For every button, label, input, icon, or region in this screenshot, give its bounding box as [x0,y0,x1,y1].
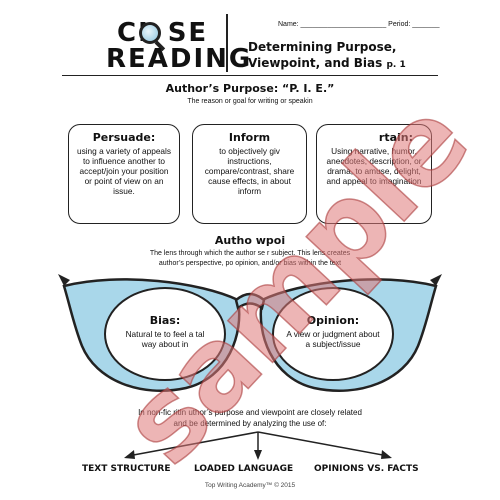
purpose-subtitle: The reason or goal for writing or speaki… [187,98,313,105]
right-lens [272,287,394,381]
header-divider [226,14,228,72]
title-line-1: Determining Purpose, [248,40,397,54]
bias-text: Natural te to feel a tal way about in [125,329,205,349]
worksheet-title: Determining Purpose, Viewpoint, and Bias… [248,39,406,73]
purpose-title: Author’s Purpose: “P. I. E.” [165,82,335,95]
glasses-bridge [234,292,266,311]
connector-arrows [127,431,389,457]
glasses-left-tip [58,274,70,286]
summary-line-1: In non-fic ritin uthor’s purpose and vie… [138,408,362,417]
opinion-lens-text: Opinion: A view or judgment about a subj… [286,314,380,349]
logo-close: CL SE [117,18,209,48]
name-period-field[interactable]: Name: ______________________ Period: ___… [278,21,440,28]
glasses-right-tip [430,274,442,286]
label-opinions-vs-facts: OPINIONS VS. FACTS [314,464,419,474]
inform-heading: Inform [228,131,271,144]
header-rule [62,75,438,76]
bias-heading: Bias: [149,314,181,327]
persuade-heading: Persuade: [92,131,156,144]
viewpoint-desc-1: The lens through which the author se r s… [149,250,351,257]
magnifying-glass-icon [139,22,161,44]
connector-left [127,431,259,457]
arrow-head-left [124,450,135,459]
bias-lens-text: Bias: Natural te to feel a tal way about… [118,314,212,349]
arrow-head-right [381,450,392,459]
left-lens [104,287,226,381]
viewpoint-title: Autho wpoi [214,234,286,247]
page-ref: p. 1 [386,60,406,70]
opinion-heading: Opinion: [306,314,360,327]
summary-line-2: and be determined by analyzing the use o… [173,419,327,428]
connector-right [257,431,389,457]
entertain-text: Using narrative, humor, anecdotes, descr… [326,146,422,186]
inform-text: to objectively giv instructions, compare… [204,146,295,196]
footer-copyright: Top Writing Academy™ © 2015 [204,482,296,489]
persuade-box: Persuade: using a variety of appeals to … [68,124,180,224]
label-loaded-language: LOADED LANGUAGE [194,464,294,474]
arrow-head-center [254,450,262,460]
arrow-heads [124,450,392,460]
opinion-text: A view or judgment about a subject/issue [286,329,380,349]
title-line-2: Viewpoint, and Bias [248,56,383,70]
label-text-structure: TEXT STRUCTURE [82,464,171,474]
viewpoint-desc-2: author’s perspective, po opinion, and/or… [158,260,342,267]
entertain-heading: rtain: [378,131,413,144]
inform-box: Inform to objectively giv instructions, … [192,124,307,224]
entertain-box: rtain: Using narrative, humor, anecdotes… [316,124,432,224]
persuade-text: using a variety of appeals to influence … [76,146,172,196]
